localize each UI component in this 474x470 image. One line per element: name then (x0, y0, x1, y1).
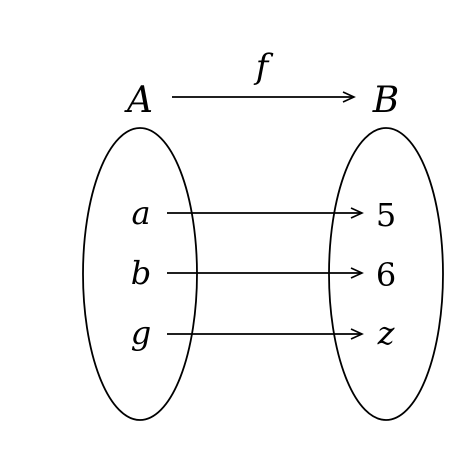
domain-element-a: a (131, 194, 150, 232)
codomain-set-label: B (372, 80, 399, 121)
codomain-element-z: z (377, 314, 396, 352)
codomain-element-5: 5 (376, 196, 396, 234)
domain-element-b: b (131, 254, 151, 292)
domain-set-label: A (124, 80, 153, 121)
function-label: f (253, 47, 274, 87)
domain-element-g: g (131, 314, 151, 352)
codomain-element-6: 6 (376, 256, 396, 294)
codomain-set-oval (328, 127, 444, 421)
domain-set-oval (82, 127, 198, 421)
